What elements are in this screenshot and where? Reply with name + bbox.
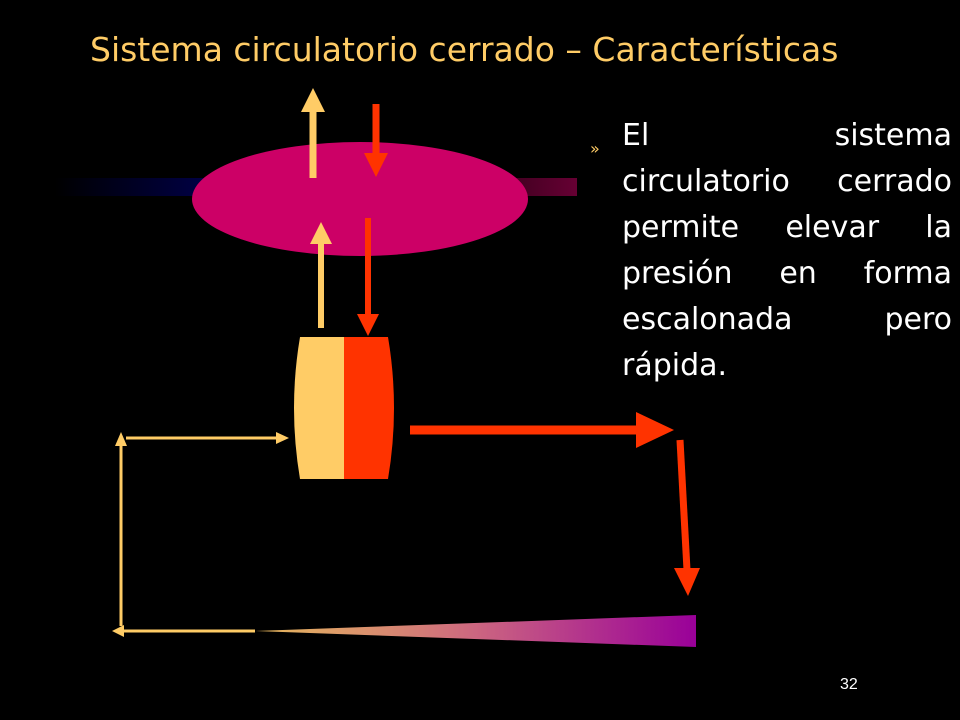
arrow-up-top (301, 88, 325, 178)
arrow-down-arterial (674, 439, 700, 596)
venous-return-path (112, 432, 289, 637)
systemic-capillary-wedge (255, 615, 696, 647)
pulmonary-vessel-out (515, 178, 577, 196)
bullet-icon: » (590, 139, 600, 158)
heart-right-side (294, 337, 344, 479)
slide-number: 32 (840, 676, 858, 693)
arrow-down-middle (357, 218, 379, 336)
heart (294, 337, 394, 479)
arrow-up-middle (310, 222, 332, 328)
arrow-right-aorta (410, 412, 674, 448)
heart-left-side (344, 337, 394, 479)
bullet-text: El sistema circulatorio cerrado permite … (622, 118, 952, 383)
pulmonary-vessel-in (55, 178, 205, 196)
arrow-down-top (364, 104, 388, 177)
lung-ellipse (192, 142, 528, 256)
slide-title: Sistema circulatorio cerrado – Caracterí… (90, 30, 839, 69)
